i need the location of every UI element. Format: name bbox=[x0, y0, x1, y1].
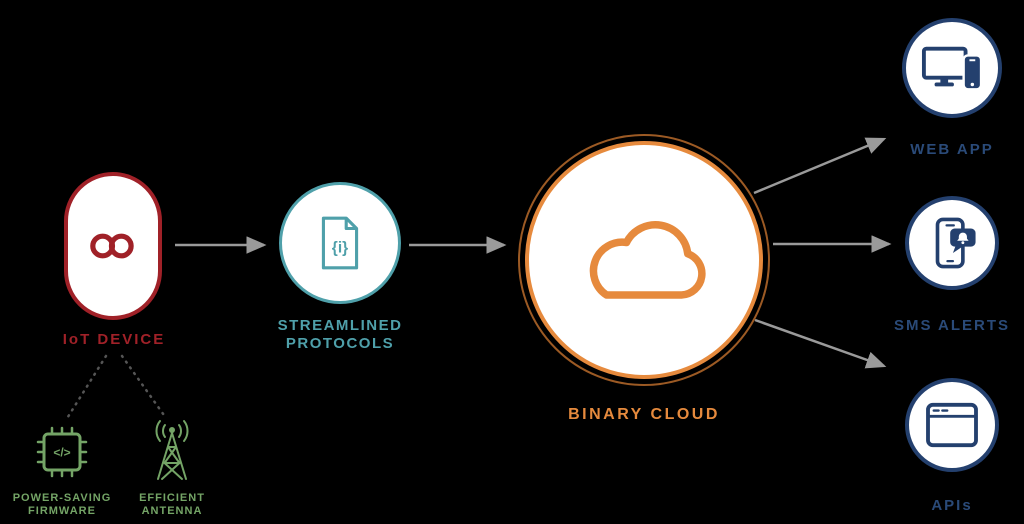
phone-notification-icon bbox=[935, 217, 976, 269]
document-icon: {i} bbox=[321, 216, 359, 270]
radio-tower-icon bbox=[155, 420, 189, 480]
infinity-icon bbox=[90, 233, 134, 259]
apis-label: APIs bbox=[931, 497, 973, 514]
iot-device-node bbox=[64, 172, 162, 320]
cloud-label: BINARY CLOUD bbox=[568, 406, 720, 423]
protocols-label: STREAMLINED PROTOCOLS bbox=[277, 317, 403, 352]
cloud-node bbox=[518, 134, 770, 386]
iot-device-label: IoT DEVICE bbox=[62, 331, 166, 348]
antenna-label: EFFICIENT ANTENNA bbox=[139, 492, 205, 517]
apis-node bbox=[905, 378, 999, 472]
arrow-cloud-to-apis bbox=[754, 318, 887, 369]
cloud-icon bbox=[589, 221, 706, 299]
document-glyph: {i} bbox=[332, 239, 348, 256]
sms-alerts-label: SMS ALERTS bbox=[893, 317, 1011, 334]
web-app-label: WEB APP bbox=[910, 141, 994, 158]
chip-code-glyph: </> bbox=[53, 446, 70, 460]
web-app-node bbox=[902, 18, 1002, 118]
cloud-node-inner-ring bbox=[525, 141, 763, 379]
browser-window-icon bbox=[926, 402, 978, 448]
protocols-node: {i} bbox=[279, 182, 401, 304]
chip-icon: </> bbox=[36, 426, 88, 478]
dotted-device-to-firmware bbox=[64, 354, 108, 422]
sms-alerts-node bbox=[905, 196, 999, 290]
firmware-label: POWER-SAVING FIRMWARE bbox=[12, 492, 112, 517]
dotted-device-to-antenna bbox=[120, 354, 168, 420]
arrow-cloud-to-webapp bbox=[753, 137, 887, 195]
monitor-phone-icon bbox=[921, 46, 983, 91]
